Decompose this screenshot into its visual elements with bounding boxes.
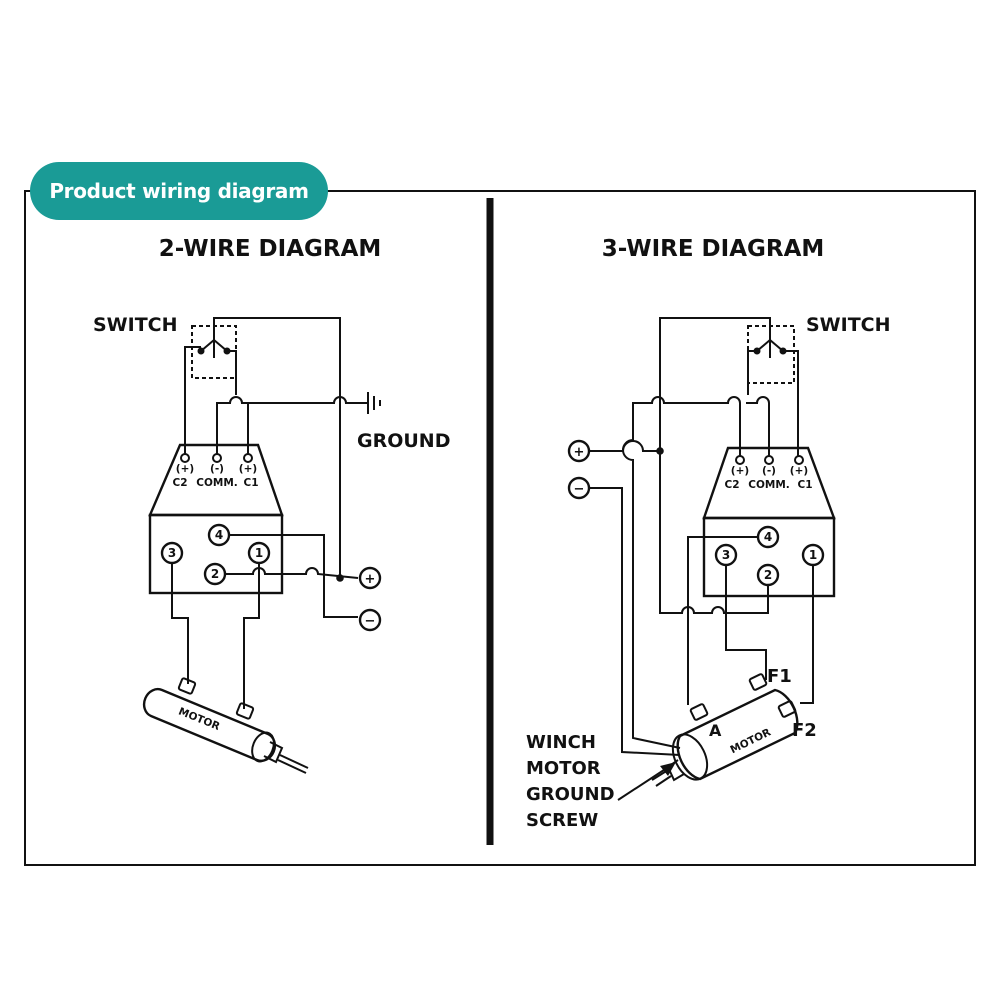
three-wire-motor-icon — [617, 673, 799, 801]
two-wire-plus-sign: + — [365, 572, 376, 587]
two-wire-title: 2-WIRE DIAGRAM — [159, 236, 382, 262]
three-wire-post-2: 2 — [764, 568, 772, 582]
three-wire-plus-sign: + — [574, 445, 585, 460]
product-badge: Product wiring diagram — [30, 162, 328, 220]
three-wire-f1-label: F1 — [767, 666, 792, 687]
three-wire-screw-label-line3: GROUND — [526, 784, 615, 805]
three-wire-wires — [590, 317, 814, 756]
two-wire-post-3: 3 — [168, 546, 176, 560]
two-wire-c1-sign: (+) — [239, 463, 257, 475]
two-wire-ground-label: GROUND — [357, 430, 450, 452]
three-wire-c1-label: C1 — [797, 479, 812, 491]
three-wire-screw-label-line4: SCREW — [526, 810, 598, 831]
two-wire-post-4: 4 — [215, 528, 223, 542]
two-wire-c2-sign: (+) — [176, 463, 194, 475]
three-wire-a-label: A — [709, 721, 722, 740]
two-wire-switch-label: SWITCH — [93, 314, 178, 336]
three-wire-plus-terminal — [567, 439, 591, 463]
two-wire-c2-label: C2 — [172, 477, 187, 489]
three-wire-c2-label: C2 — [724, 479, 739, 491]
three-wire-title: 3-WIRE DIAGRAM — [602, 236, 825, 262]
two-wire-diagram: 2-WIRE DIAGRAM SWITCH GROUND (+) (-) (+)… — [93, 236, 450, 774]
three-wire-screw-label-line1: WINCH — [526, 732, 596, 753]
three-wire-screw-label-line2: MOTOR — [526, 758, 601, 779]
three-wire-post-3: 3 — [722, 548, 730, 562]
two-wire-ground-icon — [367, 392, 381, 414]
three-wire-c2-sign: (+) — [731, 465, 749, 477]
three-wire-switch-label: SWITCH — [806, 314, 891, 336]
two-wire-motor-icon — [142, 677, 309, 774]
three-wire-post-4: 4 — [764, 530, 772, 544]
two-wire-post-1: 1 — [255, 546, 263, 560]
three-wire-comm-label: COMM. — [748, 479, 790, 491]
three-wire-comm-sign: (-) — [762, 465, 776, 477]
two-wire-comm-sign: (-) — [210, 463, 224, 475]
diagram-frame — [24, 190, 976, 866]
three-wire-minus-terminal — [567, 476, 591, 500]
three-wire-motor-label: MOTOR — [728, 726, 772, 756]
three-wire-post-1: 1 — [809, 548, 817, 562]
three-wire-switch-icon — [747, 325, 795, 384]
two-wire-post-2: 2 — [211, 567, 219, 581]
two-wire-minus-terminal — [358, 608, 382, 632]
two-wire-wires — [171, 317, 368, 709]
two-wire-comm-label: COMM. — [196, 477, 238, 489]
three-wire-f2-label: F2 — [792, 720, 817, 741]
three-wire-minus-sign: − — [574, 482, 585, 497]
two-wire-plus-terminal — [358, 566, 382, 590]
two-wire-minus-sign: − — [365, 614, 376, 629]
two-wire-c1-label: C1 — [243, 477, 258, 489]
three-wire-c1-sign: (+) — [790, 465, 808, 477]
three-wire-diagram: 3-WIRE DIAGRAM SWITCH (+) (-) (+) C2 COM… — [526, 236, 891, 831]
